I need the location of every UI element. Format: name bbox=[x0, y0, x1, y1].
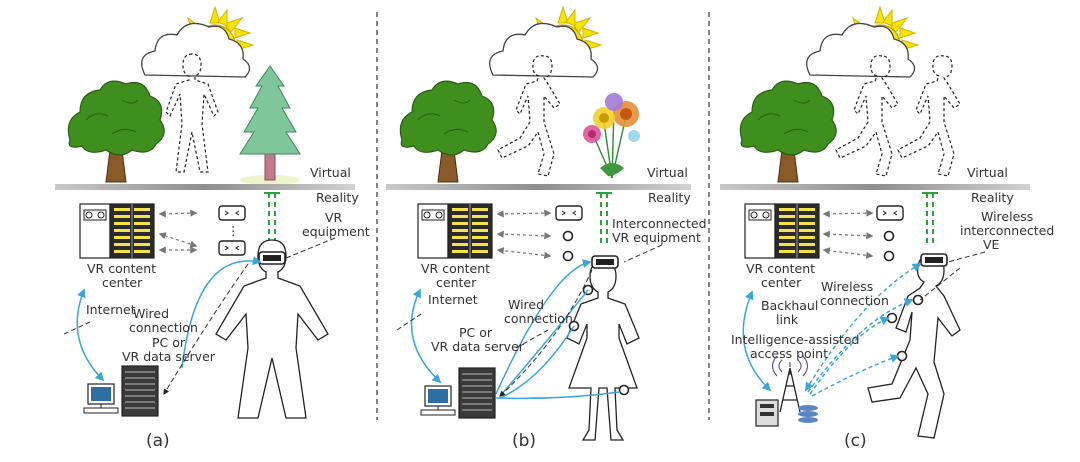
wireless-ive-label: VE bbox=[983, 237, 1000, 252]
vr-equipment-label: equipment bbox=[302, 224, 370, 239]
reality-label: Reality bbox=[971, 190, 1014, 205]
sensor-icon bbox=[618, 384, 630, 396]
pc-server-label: VR data server bbox=[431, 339, 525, 354]
backhaul-label: Backhaul bbox=[761, 298, 818, 313]
vr-content-center-label: center bbox=[102, 275, 143, 290]
sensor-icon bbox=[912, 294, 924, 306]
wireless-connection-label: connection bbox=[820, 293, 889, 308]
pc-server-label: PC or bbox=[152, 335, 186, 350]
svg-text:⋮: ⋮ bbox=[227, 223, 240, 238]
vr-equipment-label: VR bbox=[325, 210, 343, 225]
wireless-ive-label: interconnected bbox=[960, 223, 1054, 238]
virtual-reality-boundary bbox=[720, 184, 1030, 190]
pc-server-label: PC or bbox=[459, 325, 493, 340]
wired-connection-label: Wired bbox=[508, 297, 544, 312]
sensor-icon bbox=[883, 230, 895, 242]
panel-c: Virtual Reality VR content center Wirele… bbox=[720, 6, 1054, 451]
wired-connection-label: connection bbox=[504, 311, 573, 326]
virtual-label: Virtual bbox=[647, 165, 688, 180]
wireless-connection-label: Wireless bbox=[821, 279, 873, 294]
panel-caption-c: (c) bbox=[844, 431, 867, 451]
access-point-label: Intelligence-assisted bbox=[731, 332, 859, 347]
vr-content-center-label: VR content bbox=[87, 261, 156, 276]
sensor-icon bbox=[896, 350, 908, 362]
vr-content-center-label: VR content bbox=[421, 261, 490, 276]
wireless-ive-label: Wireless bbox=[981, 209, 1033, 224]
reality-label: Reality bbox=[316, 190, 359, 205]
panel-caption-a: (a) bbox=[146, 431, 170, 451]
interconnected-label: Interconnected bbox=[612, 216, 707, 231]
panel-b: Virtual Reality VR content center Interc… bbox=[386, 6, 707, 451]
vr-content-center-label: VR content bbox=[746, 261, 815, 276]
virtual-label: Virtual bbox=[967, 165, 1008, 180]
wired-connection-label: Wired bbox=[133, 306, 169, 321]
internet-label: Internet bbox=[86, 302, 136, 317]
wired-connection-label: connection bbox=[129, 320, 198, 335]
sensor-icon bbox=[562, 250, 574, 262]
vr-content-center-label: center bbox=[436, 275, 477, 290]
panel-caption-b: (b) bbox=[512, 431, 536, 451]
pc-server-label: VR data server bbox=[122, 349, 216, 364]
sensor-icon bbox=[562, 230, 574, 242]
vr-content-center-label: center bbox=[761, 275, 802, 290]
interconnected-label: VR equipment bbox=[612, 230, 701, 245]
sensor-icon bbox=[883, 250, 895, 262]
reality-label: Reality bbox=[648, 190, 691, 205]
access-point-label: access point bbox=[750, 346, 828, 361]
internet-label: Internet bbox=[428, 292, 478, 307]
virtual-reality-boundary bbox=[55, 184, 355, 190]
virtual-reality-boundary bbox=[386, 184, 691, 190]
backhaul-label: link bbox=[776, 312, 799, 327]
sensor-icon bbox=[886, 312, 898, 324]
panel-a: Virtual Reality VR content center ⋮ VR e… bbox=[55, 6, 370, 451]
virtual-label: Virtual bbox=[310, 165, 351, 180]
